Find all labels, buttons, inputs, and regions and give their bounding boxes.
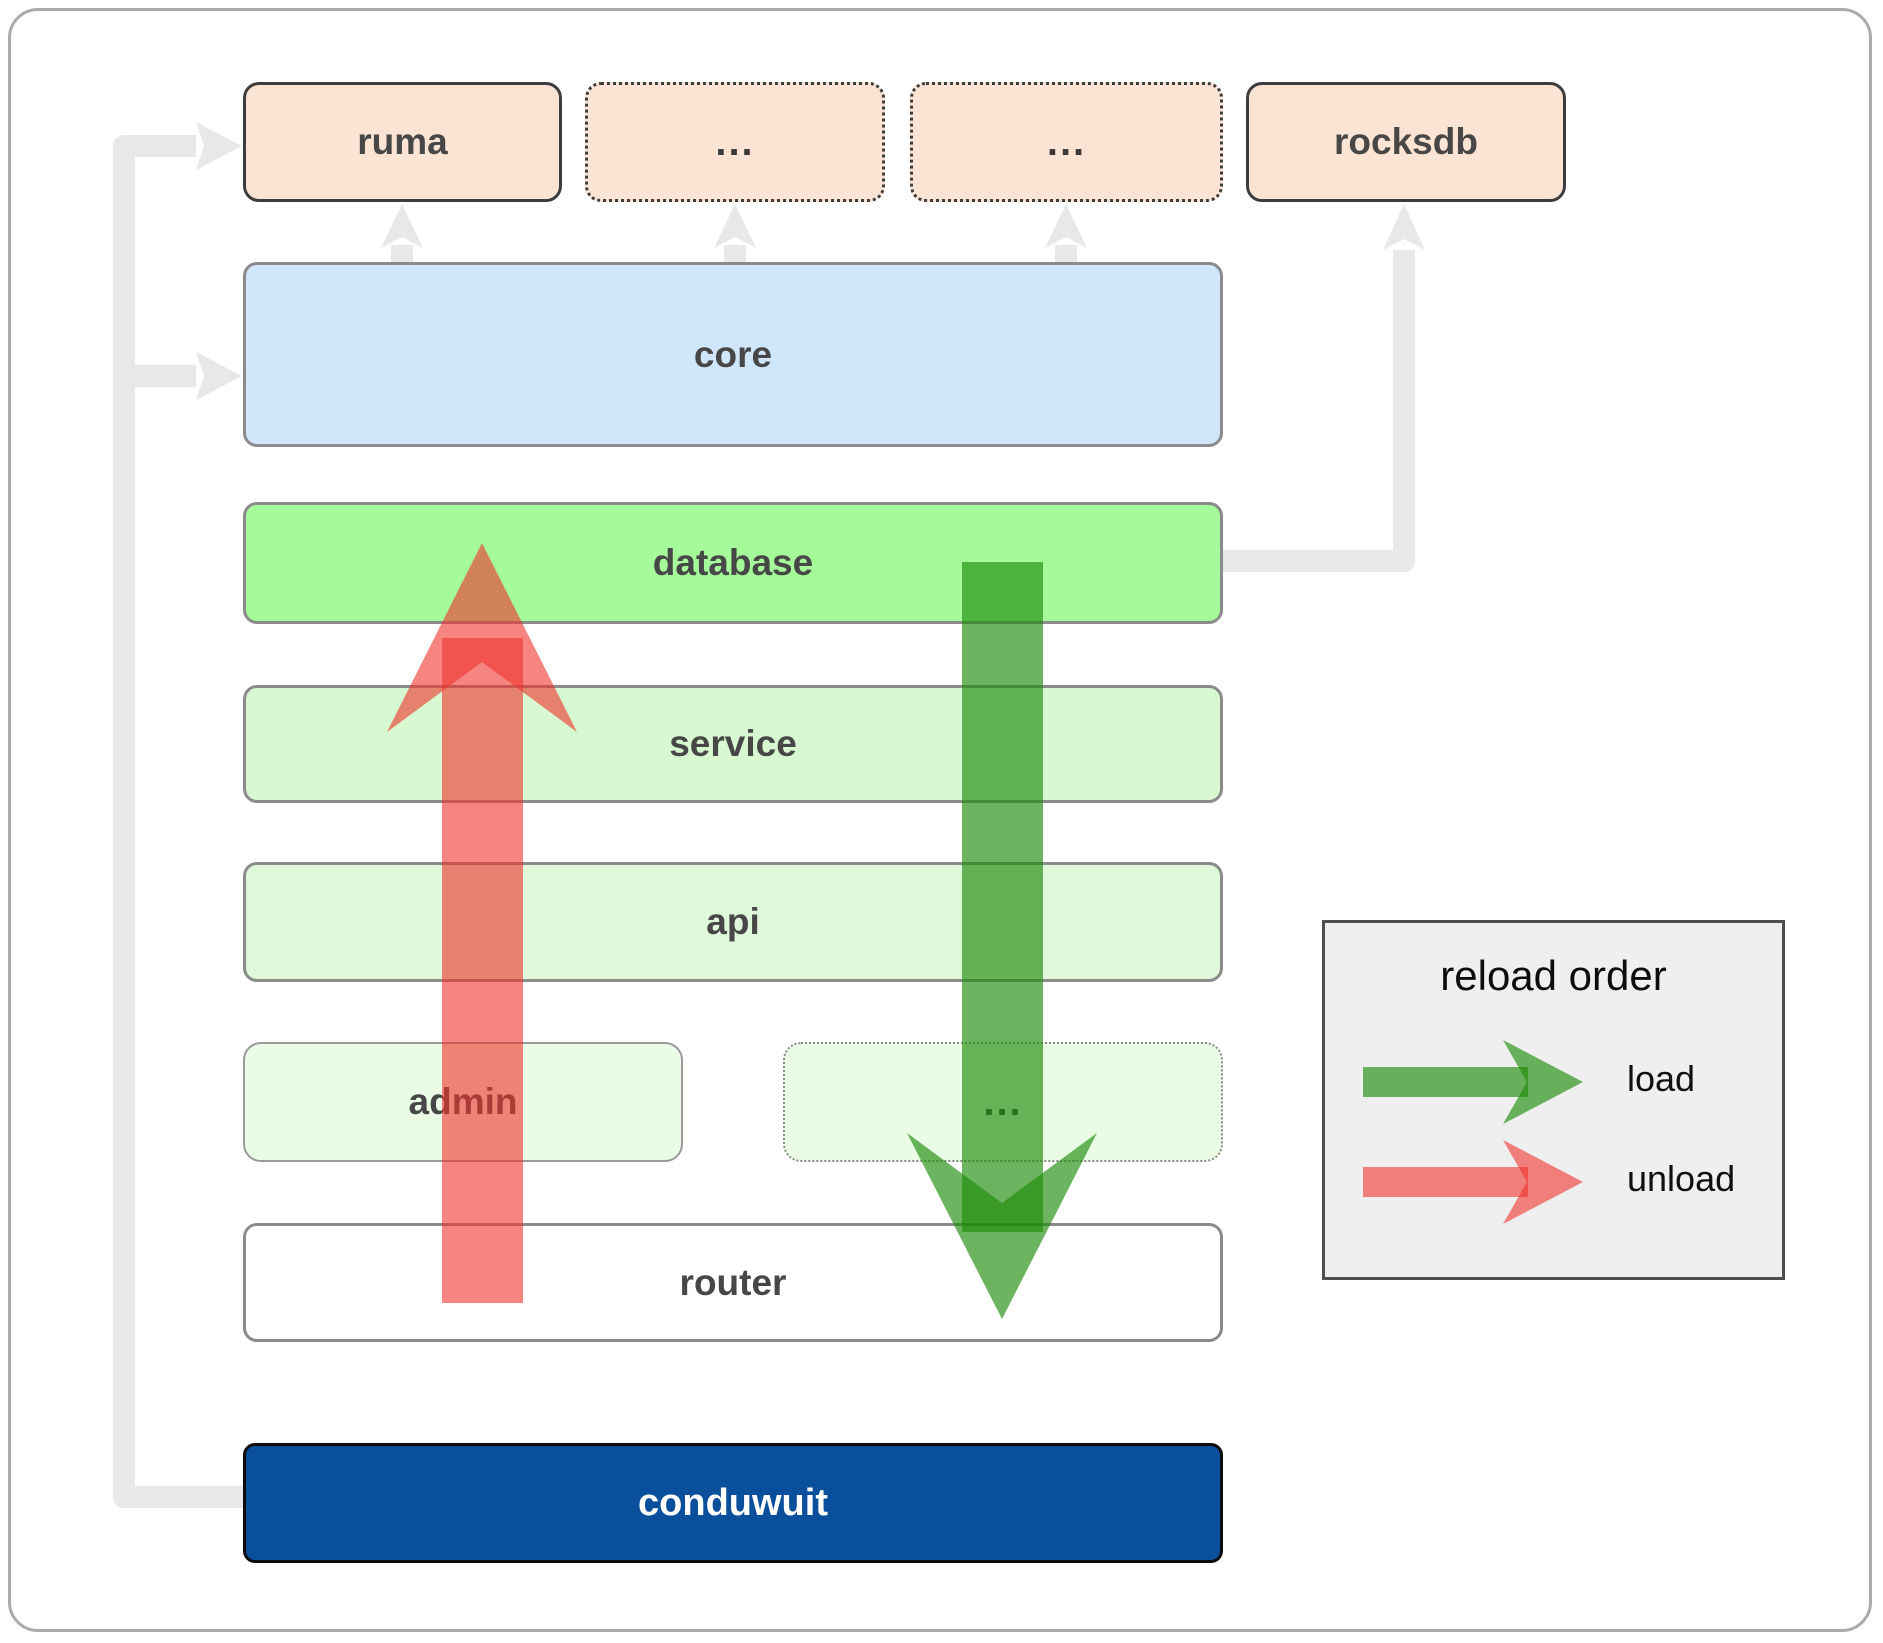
node-core: core bbox=[243, 262, 1223, 447]
node-router-label: router bbox=[679, 1261, 787, 1303]
node-database: database bbox=[243, 502, 1223, 624]
rocksdb-arrowhead bbox=[1383, 204, 1425, 250]
conduwuit-trunk-connector bbox=[113, 135, 243, 1508]
trunk-to-core-arrowhead bbox=[196, 352, 242, 400]
node-rocksdb-label: rocksdb bbox=[1334, 121, 1478, 162]
node-conduwuit-label: conduwuit bbox=[638, 1481, 828, 1524]
node-admin-label: admin bbox=[408, 1081, 518, 1122]
legend-title: reload order bbox=[1440, 952, 1667, 999]
database-to-rocksdb-connector bbox=[1223, 250, 1415, 572]
node-api: api bbox=[243, 862, 1223, 982]
node-dependency-ellipsis-2-label: ... bbox=[1046, 119, 1087, 164]
node-dependency-ellipsis-1-label: ... bbox=[715, 119, 755, 164]
ellipsis2-arrowhead bbox=[1045, 204, 1087, 248]
node-api-label: api bbox=[706, 901, 760, 942]
node-router: router bbox=[243, 1223, 1223, 1342]
node-service-ellipsis: ... bbox=[783, 1042, 1223, 1162]
outer-frame bbox=[8, 8, 1872, 1632]
node-database-label: database bbox=[652, 542, 814, 583]
node-dependency-ellipsis-1: ... bbox=[585, 82, 885, 202]
node-dependency-ellipsis-2: ... bbox=[910, 82, 1223, 202]
node-core-label: core bbox=[693, 333, 773, 375]
node-admin: admin bbox=[243, 1042, 683, 1162]
ellipsis1-arrowhead bbox=[714, 204, 756, 248]
node-ruma: ruma bbox=[243, 82, 562, 202]
node-service-label: service bbox=[669, 723, 797, 764]
legend-load-label: load bbox=[1627, 1058, 1696, 1099]
ruma-arrowhead bbox=[381, 204, 423, 248]
legend-unload-label: unload bbox=[1627, 1158, 1736, 1199]
node-conduwuit: conduwuit bbox=[243, 1443, 1223, 1563]
node-service: service bbox=[243, 685, 1223, 803]
trunk-to-ruma-arrowhead bbox=[196, 122, 242, 170]
node-service-ellipsis-label: ... bbox=[983, 1079, 1023, 1124]
node-ruma-label: ruma bbox=[357, 121, 448, 162]
node-rocksdb: rocksdb bbox=[1246, 82, 1566, 202]
